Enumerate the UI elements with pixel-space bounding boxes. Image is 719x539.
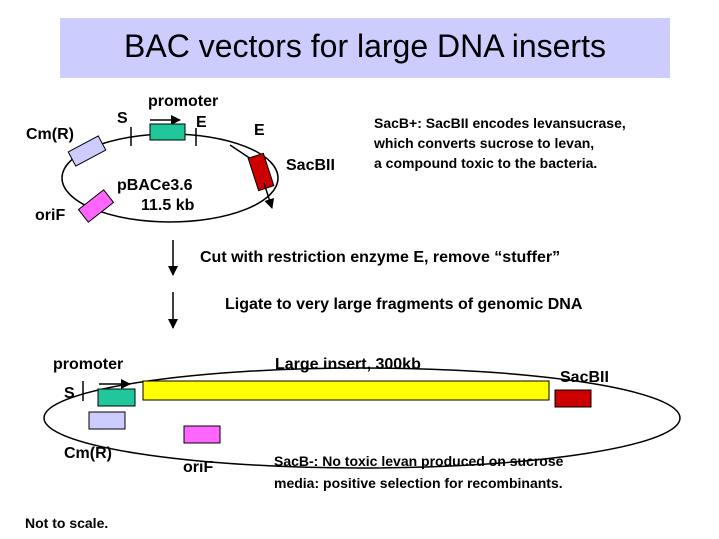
vector-size: 11.5 kb: [141, 197, 195, 214]
footer-note: Not to scale.: [25, 515, 108, 531]
recombinant-ori-f-label: oriF: [183, 459, 213, 476]
site-s-label: S: [117, 110, 128, 127]
note-bottom-line1: SacB-: No toxic levan produced on sucros…: [274, 453, 564, 469]
recombinant-ori-f-box: [183, 425, 221, 444]
note-top-line2: which converts sucrose to levan,: [373, 135, 594, 151]
cm-r-gene: [67, 135, 107, 167]
site-e2-tick: [229, 144, 252, 160]
recombinant-cm-r-gene: [88, 411, 126, 430]
ori-f-box: [77, 189, 115, 223]
large-insert-bar: [142, 380, 550, 401]
cm-r-label: Cm(R): [26, 126, 74, 143]
sacb-direction-arrow: [263, 182, 275, 209]
promoter-label: promoter: [148, 93, 218, 110]
insert-label: Large insert, 300kb: [275, 356, 421, 373]
site-e1-label: E: [196, 114, 207, 131]
ori-f-label: oriF: [35, 207, 65, 224]
title-box: BAC vectors for large DNA inserts: [60, 18, 670, 78]
slide-title: BAC vectors for large DNA inserts: [124, 28, 606, 64]
sacb-label: SacBII: [286, 157, 335, 174]
site-e2-label: E: [254, 122, 265, 139]
sacb-gene: [247, 152, 275, 192]
promoter-box: [149, 123, 186, 141]
recombinant-site-s-label: S: [64, 385, 75, 402]
note-top-line3: a compound toxic to the bacteria.: [374, 155, 597, 171]
step2-text: Ligate to very large fragments of genomi…: [225, 296, 583, 313]
note-bottom-line2: media: positive selection for recombinan…: [274, 475, 563, 491]
vector-name: pBACe3.6: [117, 177, 193, 194]
recombinant-cm-r-label: Cm(R): [64, 445, 112, 462]
recombinant-sacb-gene: [554, 389, 592, 408]
recombinant-sacb-label: SacBII: [560, 369, 609, 386]
step1-text: Cut with restriction enzyme E, remove “s…: [200, 249, 560, 266]
recombinant-promoter-box: [97, 388, 136, 407]
note-top-line1: SacB+: SacBII encodes levansucrase,: [374, 115, 626, 131]
recombinant-promoter-label: promoter: [53, 356, 123, 373]
recombinant-plasmid-circle: [43, 367, 681, 469]
